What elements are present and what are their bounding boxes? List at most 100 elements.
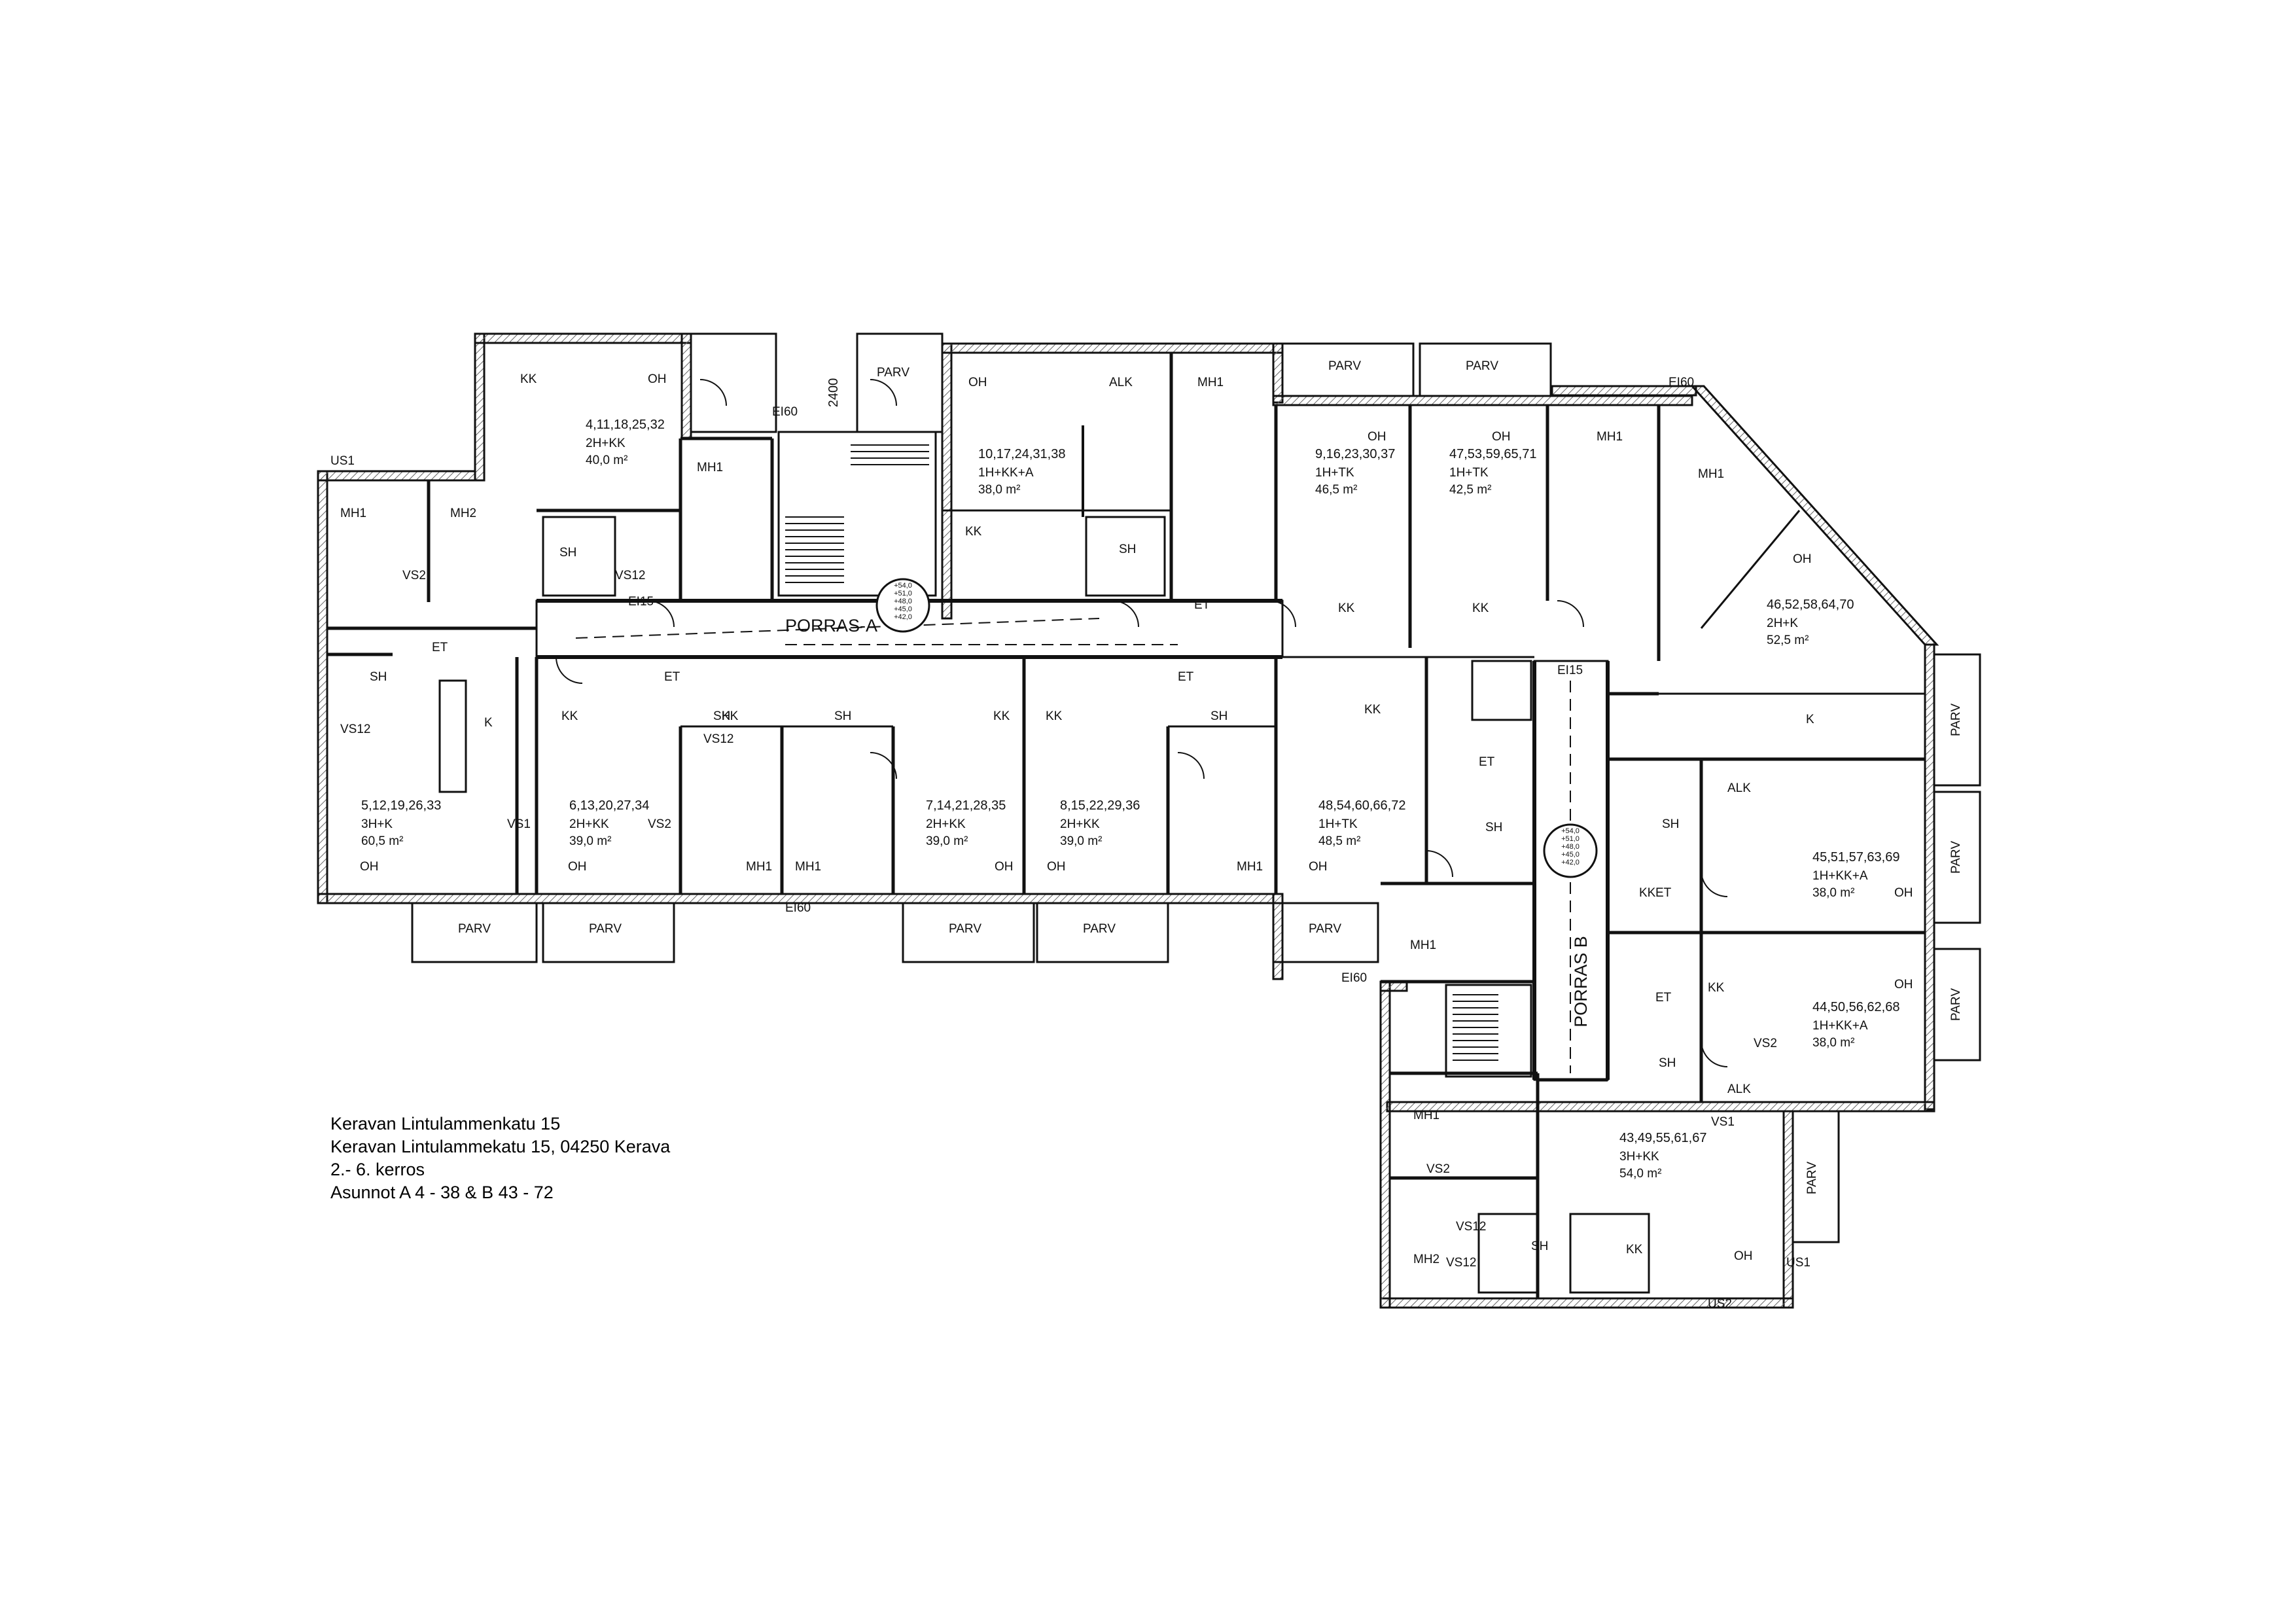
room-label-vs12: VS12 <box>1446 1256 1476 1270</box>
room-label-et: ET <box>664 670 680 684</box>
room-label-kk: KK <box>1472 601 1489 615</box>
room-label-mh2: MH2 <box>1413 1253 1439 1266</box>
room-label-kk: KK <box>1639 886 1656 900</box>
address-legend: Keravan Lintulammenkatu 15 Keravan Lintu… <box>330 1113 670 1204</box>
room-label-kk: KK <box>520 372 537 386</box>
room-label-oh: OH <box>1793 552 1812 566</box>
room-label-mh2: MH2 <box>450 507 476 520</box>
room-label-us1: US1 <box>330 454 355 468</box>
stair-b <box>1453 994 1498 1061</box>
level-value: +48,0 <box>894 597 912 605</box>
apartment-type: 1H+TK <box>1315 466 1354 480</box>
apartment-type: 2H+KK <box>926 817 966 831</box>
balconies <box>411 332 1981 1243</box>
apartment-area: 38,0 m² <box>1812 1036 1854 1050</box>
room-label-vs12: VS12 <box>1456 1220 1486 1234</box>
room-label-vs1: VS1 <box>507 817 531 831</box>
room-label-mh1: MH1 <box>1197 376 1224 389</box>
room-label-sh: SH <box>1659 1056 1676 1070</box>
apartment-number: 4,11,18,25,32 <box>586 418 665 432</box>
room-label-oh: OH <box>648 372 667 386</box>
room-label-kk: KK <box>1626 1243 1643 1257</box>
apartment-area: 39,0 m² <box>926 834 968 848</box>
room-label-parv: PARV <box>589 922 622 936</box>
room-label-mh1: MH1 <box>746 860 772 874</box>
apartment-type: 2H+KK <box>569 817 609 831</box>
room-label-parv: PARV <box>1328 359 1361 373</box>
level-value: +42,0 <box>1561 859 1580 866</box>
room-label-oh: OH <box>968 376 987 389</box>
room-label-parv: PARV <box>458 922 491 936</box>
room-label-et: ET <box>432 641 448 654</box>
level-value: +45,0 <box>894 605 912 613</box>
room-label-mh1: MH1 <box>795 860 821 874</box>
apartment-area: 60,5 m² <box>361 834 403 848</box>
room-label-sh: SH <box>370 670 387 684</box>
legend-address: Keravan Lintulammekatu 15, 04250 Kerava <box>330 1137 671 1156</box>
apartment-type: 1H+KK+A <box>1812 869 1868 883</box>
apartment-type: 2H+KK <box>586 437 626 450</box>
room-label-oh: OH <box>1047 860 1066 874</box>
room-label-sh: SH <box>559 546 576 560</box>
apartment-area: 52,5 m² <box>1767 633 1809 647</box>
room-label-parv: PARV <box>949 922 981 936</box>
room-label-ei15: EI15 <box>1557 664 1583 677</box>
dimension-label: 2400 <box>826 378 841 408</box>
room-label-oh: OH <box>1492 430 1511 444</box>
room-label-kk: KK <box>722 709 739 723</box>
room-label-oh: OH <box>1309 860 1328 874</box>
room-label-parv: PARV <box>1949 704 1963 736</box>
room-label-parv: PARV <box>1309 922 1341 936</box>
room-label-parv: PARV <box>1083 922 1116 936</box>
room-label-mh1: MH1 <box>697 461 723 474</box>
room-label-alk: ALK <box>1727 781 1751 795</box>
apartment-type: 3H+KK <box>1619 1150 1659 1164</box>
apartment-number: 5,12,19,26,33 <box>361 798 441 813</box>
room-label-vs2: VS2 <box>402 569 426 582</box>
apartment-number: 46,52,58,64,70 <box>1767 597 1854 612</box>
room-label-parv: PARV <box>877 366 910 380</box>
room-label-vs2: VS2 <box>648 817 671 831</box>
room-label-parv: PARV <box>1949 988 1963 1021</box>
apartment-number: 6,13,20,27,34 <box>569 798 649 813</box>
room-label-parv: PARV <box>1949 841 1963 874</box>
level-value: +54,0 <box>1561 827 1580 835</box>
room-label-et: ET <box>1178 670 1194 684</box>
room-label-mh1: MH1 <box>1597 430 1623 444</box>
room-label-vs2: VS2 <box>1426 1162 1450 1176</box>
room-label-alk: ALK <box>1727 1082 1751 1096</box>
room-label-oh: OH <box>1734 1249 1753 1263</box>
room-label-kk: KK <box>1708 981 1725 995</box>
room-label-k: K <box>484 716 493 730</box>
level-value: +51,0 <box>894 590 912 597</box>
room-label-oh: OH <box>995 860 1014 874</box>
apartment-type: 1H+TK <box>1318 817 1358 831</box>
room-label-ei60: EI60 <box>1669 376 1694 389</box>
apartment-number: 9,16,23,30,37 <box>1315 447 1395 461</box>
level-value: +45,0 <box>1561 851 1580 859</box>
room-label-us2: US2 <box>1708 1297 1732 1311</box>
apartment-area: 54,0 m² <box>1619 1167 1661 1181</box>
room-label-sh: SH <box>1531 1240 1548 1253</box>
apartment-area: 42,5 m² <box>1449 483 1491 497</box>
room-label-et: ET <box>1655 886 1672 900</box>
apartment-type: 2H+K <box>1767 616 1798 630</box>
room-label-et: ET <box>1194 598 1210 612</box>
apartment-number: 10,17,24,31,38 <box>978 447 1065 461</box>
room-label-ei60: EI60 <box>772 405 798 419</box>
room-label-kk: KK <box>1046 709 1063 723</box>
apartment-type: 1H+TK <box>1449 466 1489 480</box>
apartment-type: 2H+KK <box>1060 817 1100 831</box>
stair-a <box>785 444 929 583</box>
level-value: +54,0 <box>894 582 912 590</box>
legend-floors: 2.- 6. kerros <box>330 1160 425 1179</box>
apartment-area: 48,5 m² <box>1318 834 1360 848</box>
room-label-oh: OH <box>1894 886 1913 900</box>
room-label-mh1: MH1 <box>1237 860 1263 874</box>
apartment-area: 46,5 m² <box>1315 483 1357 497</box>
room-label-sh: SH <box>834 709 851 723</box>
apartment-type: 1H+KK+A <box>978 466 1034 480</box>
level-value: +42,0 <box>894 613 912 621</box>
